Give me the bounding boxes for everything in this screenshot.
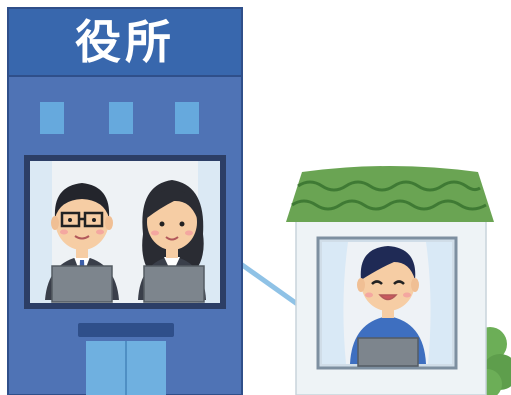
building-sign: 役所 xyxy=(7,7,243,77)
home-house xyxy=(286,166,511,395)
sign-text: 役所 xyxy=(75,15,175,69)
upper-window-center xyxy=(109,102,133,134)
office-window xyxy=(24,155,226,309)
laptop-icon xyxy=(51,265,113,303)
house-window xyxy=(316,236,458,370)
curtain-right xyxy=(426,242,452,364)
laptop-icon xyxy=(357,337,419,367)
door-awning xyxy=(78,323,174,337)
connection-line xyxy=(236,259,302,309)
curtain-left xyxy=(322,242,348,364)
government-office-building: 役所 xyxy=(7,7,243,395)
house-roof xyxy=(286,166,494,222)
laptop-icon xyxy=(143,265,205,303)
upper-window-left xyxy=(40,102,64,134)
upper-window-right xyxy=(175,102,199,134)
